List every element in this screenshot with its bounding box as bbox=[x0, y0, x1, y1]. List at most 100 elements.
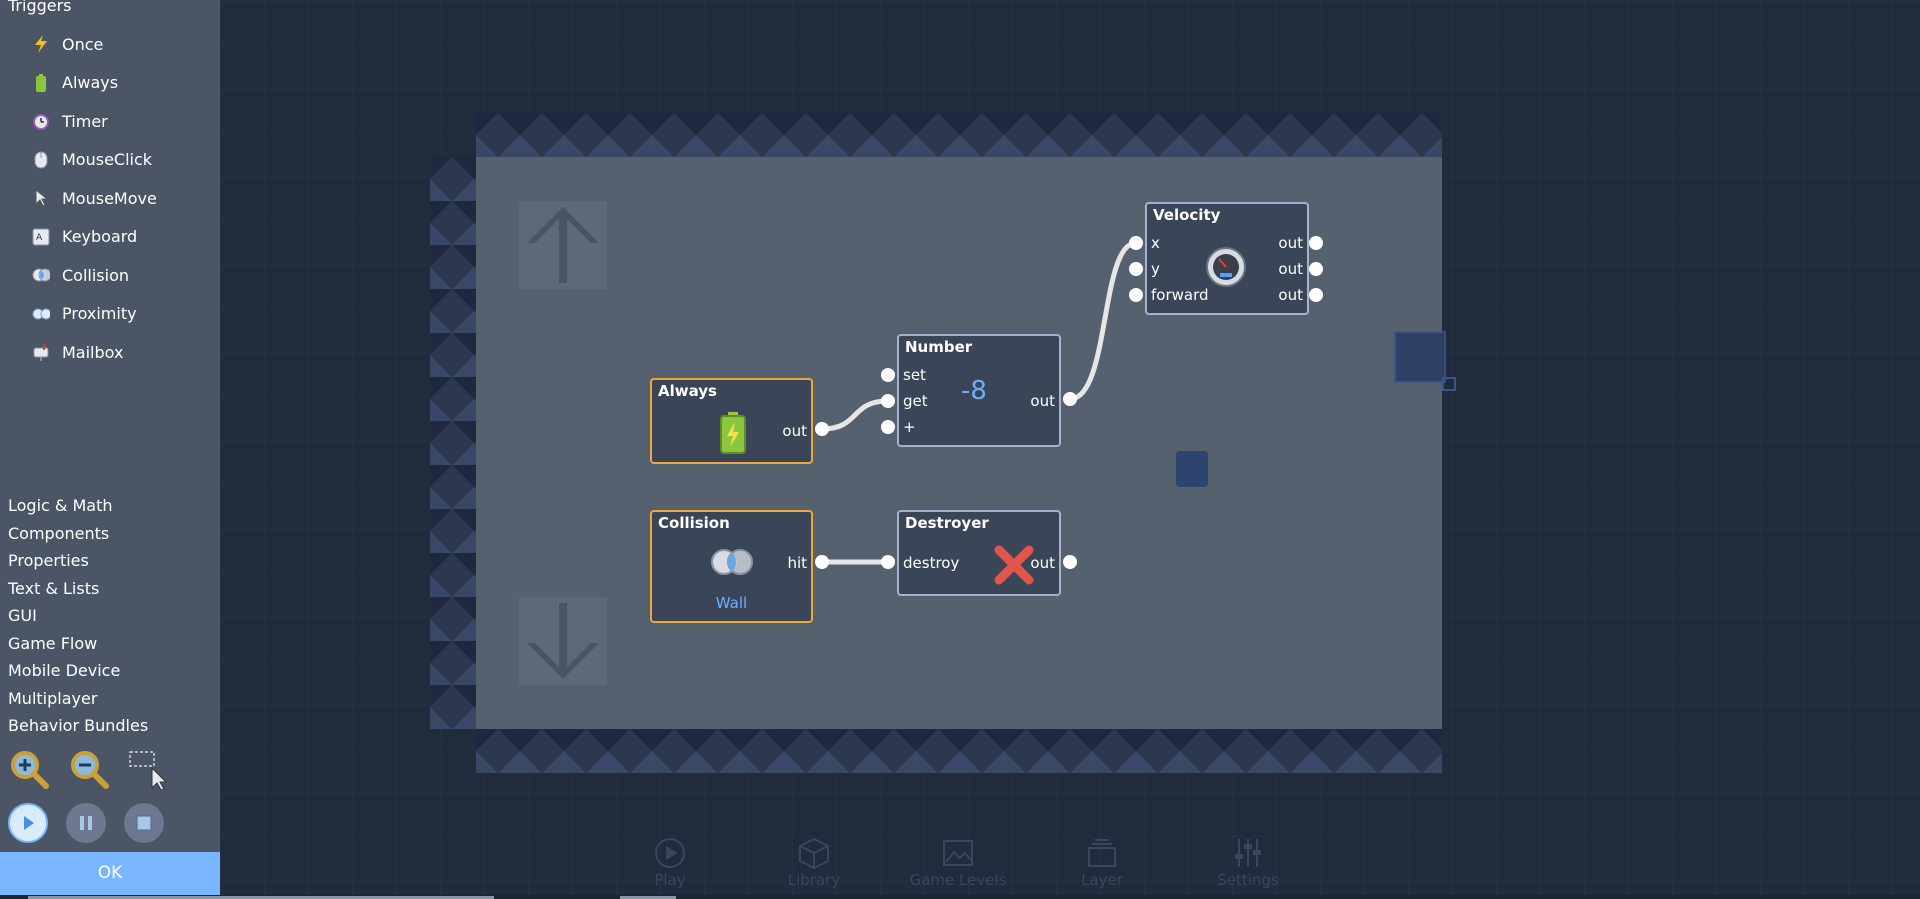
velocity-input-forward[interactable] bbox=[1129, 288, 1143, 302]
number-output[interactable] bbox=[1063, 392, 1077, 406]
sidebar-item-label: MouseClick bbox=[62, 150, 153, 170]
arrow-down-block bbox=[519, 597, 607, 685]
sidebar-item-label: Always bbox=[62, 73, 119, 93]
category-text-lists[interactable]: Text & Lists bbox=[8, 578, 100, 598]
sidebar-item-timer[interactable]: Timer bbox=[0, 102, 220, 141]
number-value[interactable]: -8 bbox=[961, 376, 987, 406]
sidebar-item-mousemove[interactable]: MouseMove bbox=[0, 179, 220, 218]
number-input-set[interactable] bbox=[881, 368, 895, 382]
always-output[interactable] bbox=[815, 422, 829, 436]
nav-layer-label: Layer bbox=[1081, 871, 1123, 889]
number-input-get[interactable] bbox=[881, 394, 895, 408]
object-marker[interactable] bbox=[1176, 451, 1208, 487]
nav-settings-label: Settings bbox=[1217, 871, 1279, 889]
resize-handle[interactable] bbox=[1442, 377, 1456, 391]
nav-settings[interactable]: Settings bbox=[1188, 835, 1308, 889]
velocity-output-3[interactable] bbox=[1309, 288, 1323, 302]
library-cube-icon bbox=[799, 837, 829, 870]
velocity-output-1[interactable] bbox=[1309, 236, 1323, 250]
port-label-out: out bbox=[1030, 554, 1055, 572]
velocity-output-2[interactable] bbox=[1309, 262, 1323, 276]
strip-segment bbox=[28, 896, 494, 899]
always-node[interactable]: Always out bbox=[650, 378, 813, 464]
sidebar-item-collision[interactable]: Collision bbox=[0, 256, 220, 295]
port-label-out-1: out bbox=[1278, 234, 1303, 252]
sidebar-item-label: Collision bbox=[62, 265, 130, 285]
selected-object[interactable] bbox=[1394, 331, 1446, 383]
velocity-input-x[interactable] bbox=[1129, 236, 1143, 250]
play-icon bbox=[24, 816, 34, 830]
collision-node[interactable]: Collision hit Wall bbox=[650, 510, 813, 623]
nav-play-label: Play bbox=[654, 871, 686, 889]
nav-play[interactable]: Play bbox=[610, 835, 730, 889]
zoom-out-button[interactable] bbox=[68, 748, 110, 790]
wall-left bbox=[430, 157, 476, 729]
behavior-sidebar: Triggers Once Always Timer MouseClick Mo… bbox=[0, 0, 220, 899]
category-multiplayer[interactable]: Multiplayer bbox=[8, 688, 98, 708]
progress-strip bbox=[0, 895, 1920, 899]
port-label-plus: + bbox=[903, 418, 916, 436]
speedometer-icon bbox=[1206, 247, 1246, 287]
sidebar-item-proximity[interactable]: Proximity bbox=[0, 295, 220, 334]
lightning-icon bbox=[32, 35, 50, 54]
destroyer-node[interactable]: Destroyer destroy out bbox=[897, 510, 1061, 596]
svg-text:A: A bbox=[36, 233, 43, 243]
category-components[interactable]: Components bbox=[8, 523, 110, 543]
nav-library-label: Library bbox=[787, 871, 841, 889]
strip-segment bbox=[620, 896, 676, 899]
node-title: Destroyer bbox=[905, 514, 989, 532]
play-icon bbox=[655, 838, 685, 868]
ok-button[interactable]: OK bbox=[0, 852, 220, 895]
sidebar-item-once[interactable]: Once bbox=[0, 25, 220, 64]
category-gui[interactable]: GUI bbox=[8, 606, 37, 625]
velocity-node[interactable]: Velocity x y forward out out out bbox=[1145, 202, 1309, 315]
stop-button[interactable] bbox=[124, 803, 164, 843]
collision-target[interactable]: Wall bbox=[715, 594, 748, 612]
mouse-icon bbox=[32, 151, 50, 169]
arrow-up-block bbox=[519, 201, 607, 289]
selection-cursor-icon bbox=[129, 751, 168, 790]
nav-game-levels-label: Game Levels bbox=[909, 871, 1007, 889]
arrow-up-icon bbox=[527, 207, 599, 283]
collision-output-hit[interactable] bbox=[815, 555, 829, 569]
playback-controls bbox=[8, 803, 164, 843]
alarm-clock-icon bbox=[32, 112, 50, 131]
category-mobile-device[interactable]: Mobile Device bbox=[8, 661, 121, 680]
node-title: Collision bbox=[658, 514, 730, 532]
nav-library[interactable]: Library bbox=[754, 835, 874, 889]
selection-tool-button[interactable] bbox=[128, 748, 170, 790]
mailbox-icon bbox=[32, 343, 50, 362]
number-node[interactable]: Number set get + -8 out bbox=[897, 334, 1061, 447]
sidebar-item-keyboard[interactable]: A Keyboard bbox=[0, 218, 220, 257]
battery-icon bbox=[720, 412, 746, 454]
zoom-in-icon bbox=[11, 751, 49, 789]
destroyer-input-destroy[interactable] bbox=[881, 555, 895, 569]
sidebar-item-mailbox[interactable]: Mailbox bbox=[0, 333, 220, 372]
cursor-icon bbox=[32, 189, 50, 207]
velocity-input-y[interactable] bbox=[1129, 262, 1143, 276]
number-input-plus[interactable] bbox=[881, 420, 895, 434]
sidebar-section-title[interactable]: Triggers bbox=[8, 0, 72, 15]
nav-game-levels[interactable]: Game Levels bbox=[898, 835, 1018, 889]
nav-layer[interactable]: Layer bbox=[1042, 835, 1162, 889]
image-icon bbox=[943, 840, 973, 866]
sidebar-item-label: Mailbox bbox=[62, 342, 124, 362]
trigger-list: Once Always Timer MouseClick MouseMove A… bbox=[0, 25, 220, 372]
category-logic-math[interactable]: Logic & Math bbox=[8, 496, 113, 515]
pause-icon bbox=[80, 816, 92, 830]
port-label-get: get bbox=[903, 392, 928, 410]
category-game-flow[interactable]: Game Flow bbox=[8, 633, 98, 653]
sidebar-item-label: Timer bbox=[62, 111, 108, 131]
collision-icon bbox=[711, 549, 753, 575]
category-properties[interactable]: Properties bbox=[8, 551, 89, 570]
node-title: Velocity bbox=[1153, 206, 1221, 224]
category-behavior-bundles[interactable]: Behavior Bundles bbox=[8, 716, 149, 735]
pause-button[interactable] bbox=[66, 803, 106, 843]
destroyer-output[interactable] bbox=[1063, 555, 1077, 569]
sidebar-item-label: Once bbox=[62, 34, 104, 54]
play-button[interactable] bbox=[8, 803, 48, 843]
sidebar-item-mouseclick[interactable]: MouseClick bbox=[0, 141, 220, 180]
proximity-icon bbox=[32, 305, 50, 323]
sidebar-item-always[interactable]: Always bbox=[0, 64, 220, 103]
zoom-in-button[interactable] bbox=[8, 748, 50, 790]
